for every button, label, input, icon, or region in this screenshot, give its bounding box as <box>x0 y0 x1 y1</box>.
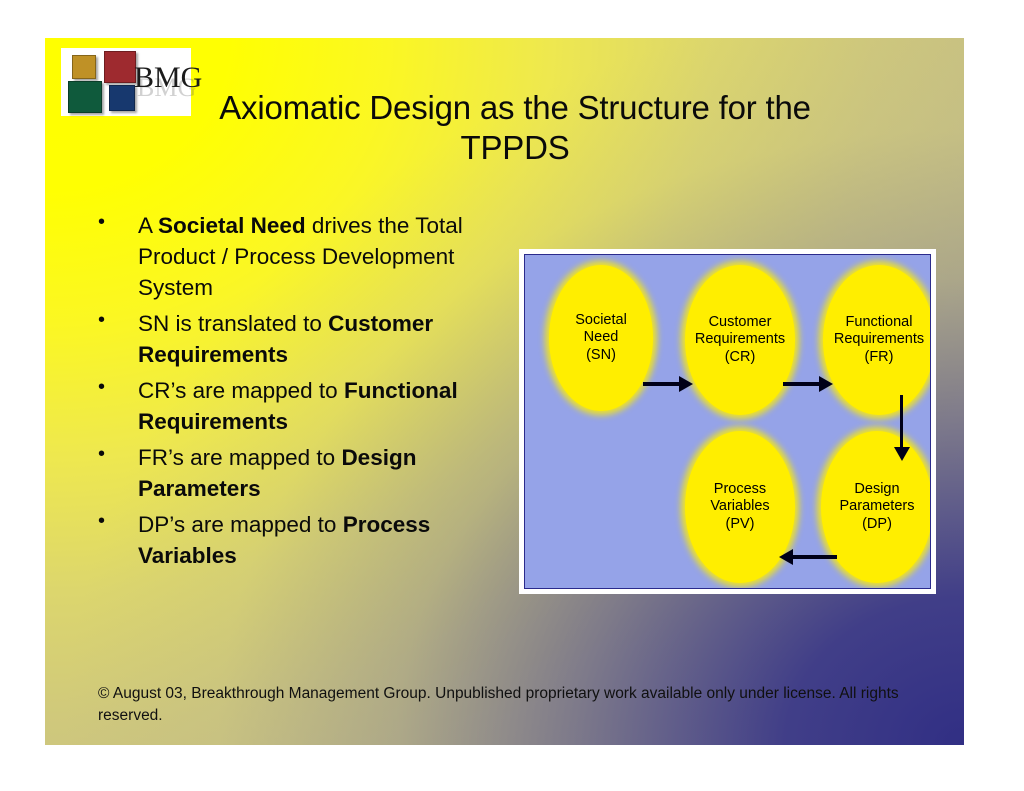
arrow-down-icon <box>894 447 910 461</box>
plain-text: DP’s are mapped to <box>138 512 343 538</box>
logo-wordmark-shadow: BMG <box>137 73 197 102</box>
list-item: DP’s are mapped to Process Variables <box>90 508 505 571</box>
node-line: (CR) <box>724 348 756 365</box>
logo-red-square <box>104 51 136 83</box>
plain-text: A <box>138 213 159 238</box>
node-line: (FR) <box>864 348 894 365</box>
logo-green-square <box>68 81 102 113</box>
logo-gold-square <box>72 55 96 79</box>
node-societal-need: Societal Need (SN) <box>549 265 653 411</box>
node-line: Societal <box>575 312 627 329</box>
node-line: Requirements <box>694 331 786 348</box>
arrow-left-icon <box>779 549 793 565</box>
axiomatic-design-diagram: Societal Need (SN) Customer Requirements… <box>519 249 936 594</box>
arrow-right-icon <box>679 376 693 392</box>
node-line: Need <box>583 329 619 346</box>
list-item: CR’s are mapped to Functional Requiremen… <box>90 374 505 437</box>
page-title: Axiomatic Design as the Structure for th… <box>219 89 811 167</box>
logo-navy-square <box>109 85 135 111</box>
emphasis-text: Functional Requirements <box>138 378 458 435</box>
plain-text: CR’s are mapped to <box>138 378 344 404</box>
arrow-fr-to-dp <box>900 395 903 453</box>
node-line: (DP) <box>862 515 892 532</box>
node-line: Process <box>713 481 767 498</box>
arrow-sn-to-cr <box>643 382 685 386</box>
node-line: Variables <box>710 498 770 515</box>
bmg-logo: BMG BMG <box>61 48 202 116</box>
node-line: (PV) <box>725 515 755 532</box>
node-functional-requirements: Functional Requirements (FR) <box>823 265 930 415</box>
arrow-right-icon <box>819 376 833 392</box>
list-item: A Societal Need drives the Total Product… <box>90 209 505 303</box>
node-line: Customer <box>708 314 772 331</box>
node-customer-requirements: Customer Requirements (CR) <box>685 265 795 415</box>
node-process-variables: Process Variables (PV) <box>685 431 795 583</box>
emphasis-text: Customer Requirements <box>138 311 434 368</box>
arrow-dp-to-pv <box>793 555 837 559</box>
list-item: FR’s are mapped to Design Parameters <box>90 441 505 504</box>
node-line: Design <box>854 481 900 498</box>
plain-text: SN is translated to <box>138 311 329 337</box>
emphasis-text: Process Variables <box>138 512 431 569</box>
copyright-footer: © August 03, Breakthrough Management Gro… <box>98 685 899 725</box>
node-line: Requirements <box>833 331 925 348</box>
node-line: Parameters <box>839 498 915 515</box>
plain-text: FR’s are mapped to <box>138 445 342 471</box>
logo-wordmark: BMG <box>134 61 203 94</box>
diagram-canvas: Societal Need (SN) Customer Requirements… <box>524 254 931 589</box>
slide-canvas: BMG BMG Axiomatic Design as the Structur… <box>45 38 964 745</box>
emphasis-text: Societal Need <box>158 213 306 238</box>
arrow-cr-to-fr <box>783 382 825 386</box>
node-design-parameters: Design Parameters (DP) <box>821 431 930 583</box>
bullet-list: A Societal Need drives the Total Product… <box>90 209 505 577</box>
node-line: (SN) <box>586 346 616 363</box>
emphasis-text: Design Parameters <box>138 445 417 502</box>
list-item: SN is translated to Customer Requirement… <box>90 307 505 370</box>
node-line: Functional <box>845 314 913 331</box>
plain-text: drives the Total Product / Process Devel… <box>138 213 463 301</box>
